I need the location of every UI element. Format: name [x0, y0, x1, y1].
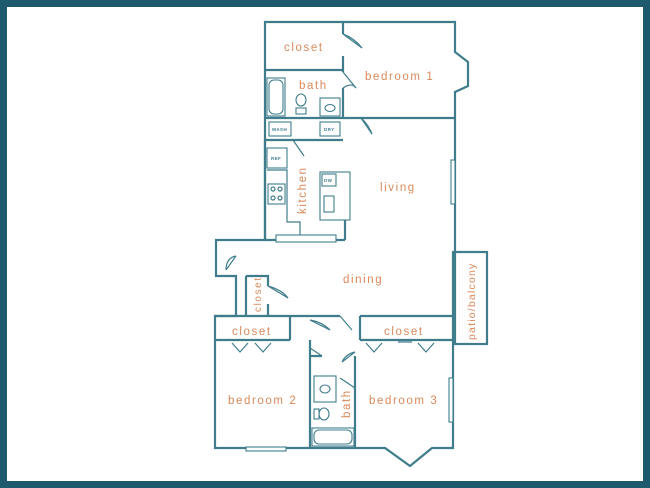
- room-label-patio-balcony: patio/balcony: [466, 263, 478, 340]
- dryer-label: DRY: [324, 127, 335, 132]
- room-label-closet-bed3: closet: [384, 326, 424, 338]
- doors: [225, 33, 373, 389]
- dishwasher-label: DW: [324, 178, 333, 183]
- room-label-bedroom-2: bedroom 2: [228, 395, 297, 407]
- fridge-label: REF: [271, 156, 281, 161]
- patio-balcony-outline: [453, 250, 489, 346]
- room-label-living: living: [380, 182, 416, 194]
- room-label-bath-bottom: bath: [341, 389, 353, 418]
- room-label-kitchen: kitchen: [297, 166, 309, 214]
- room-label-closet-entry: closet: [253, 276, 264, 312]
- bifold-doors: [231, 341, 435, 353]
- room-label-closet-top: closet: [284, 42, 324, 54]
- room-label-bedroom-1: bedroom 1: [365, 71, 434, 83]
- room-label-dining: dining: [343, 274, 383, 286]
- room-label-bath-top: bath: [299, 80, 328, 92]
- outer-wall: [213, 20, 470, 468]
- windows: [245, 159, 456, 452]
- fixtures: [266, 77, 355, 447]
- room-label-bedroom-3: bedroom 3: [369, 395, 438, 407]
- room-label-closet-bed2: closet: [232, 326, 272, 338]
- washer-label: WASH: [272, 127, 287, 132]
